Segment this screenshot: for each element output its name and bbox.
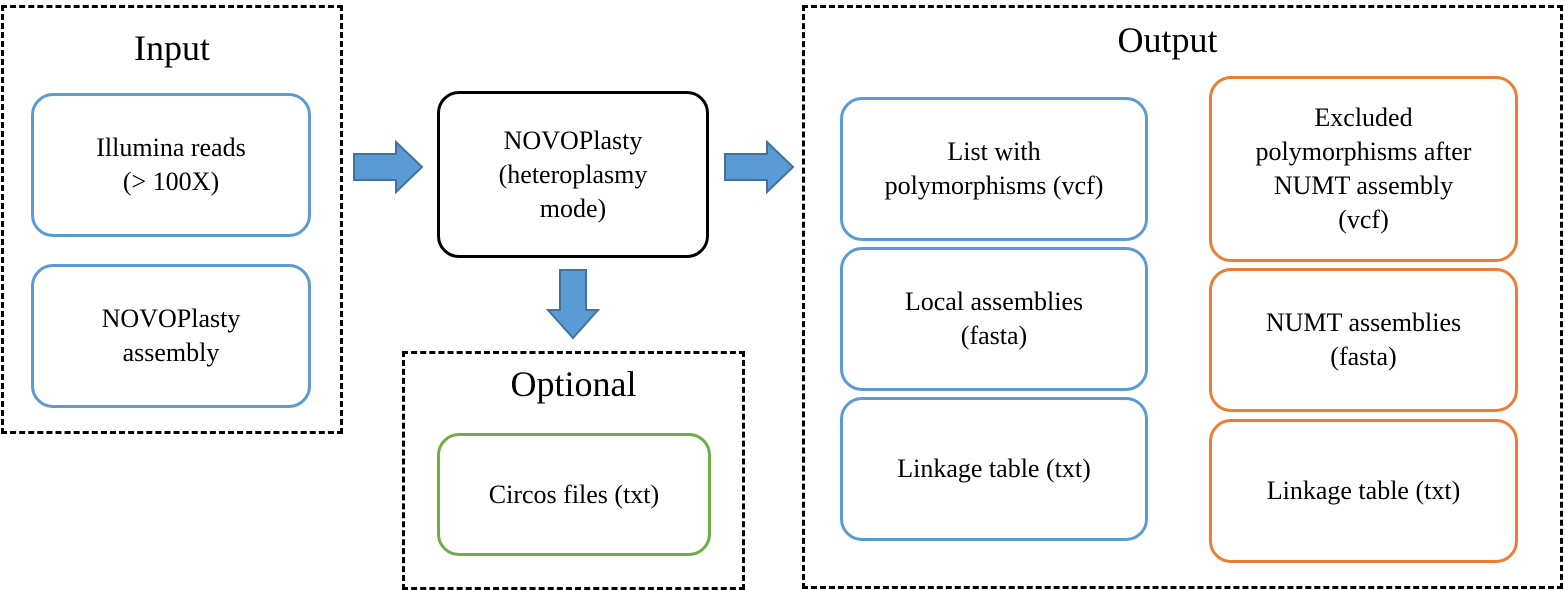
- output-node-label: Linkage table (txt): [897, 454, 1091, 483]
- optional-node-label: Circos files (txt): [488, 479, 660, 509]
- input-node-novoplasty-assembly: NOVOPlasty assembly: [31, 264, 311, 408]
- optional-group: Optional: [402, 351, 745, 590]
- output-node-label: NUMT assemblies (fasta): [1265, 308, 1462, 371]
- output-group-title: Output: [1117, 20, 1218, 60]
- output-node-linkage-table: Linkage table (txt): [840, 397, 1148, 541]
- process-node-label: NOVOPlasty (heteroplasmy mode): [498, 125, 648, 223]
- output-node-label: Linkage table (txt): [1266, 476, 1461, 505]
- right-arrow: [353, 140, 424, 194]
- optional-node-circos-files: Circos files (txt): [437, 433, 711, 556]
- input-group: Input: [1, 5, 343, 434]
- output-node-excluded-polymorphisms: Excluded polymorphisms after NUMT assemb…: [1209, 76, 1518, 262]
- output-node-label: Local assemblies (fasta): [904, 287, 1084, 350]
- output-group: Output: [802, 5, 1563, 589]
- down-arrow: [546, 269, 600, 340]
- optional-group-title: Optional: [510, 364, 637, 404]
- process-node-novoplasty: NOVOPlasty (heteroplasmy mode): [437, 91, 709, 258]
- input-group-title: Input: [134, 28, 210, 68]
- output-node-local-assemblies: Local assemblies (fasta): [840, 247, 1148, 391]
- input-node-illumina-reads: Illumina reads (> 100X): [31, 93, 311, 237]
- output-node-label: List with polymorphisms (vcf): [884, 137, 1104, 200]
- output-node-numt-assemblies: NUMT assemblies (fasta): [1209, 268, 1518, 412]
- output-node-polymorphisms-list: List with polymorphisms (vcf): [840, 97, 1148, 241]
- output-node-numt-linkage-table: Linkage table (txt): [1209, 419, 1518, 563]
- right-arrow: [724, 140, 795, 194]
- output-node-label: Excluded polymorphisms after NUMT assemb…: [1255, 103, 1472, 234]
- input-node-label: Illumina reads (> 100X): [96, 133, 246, 196]
- input-node-label: NOVOPlasty assembly: [101, 304, 241, 367]
